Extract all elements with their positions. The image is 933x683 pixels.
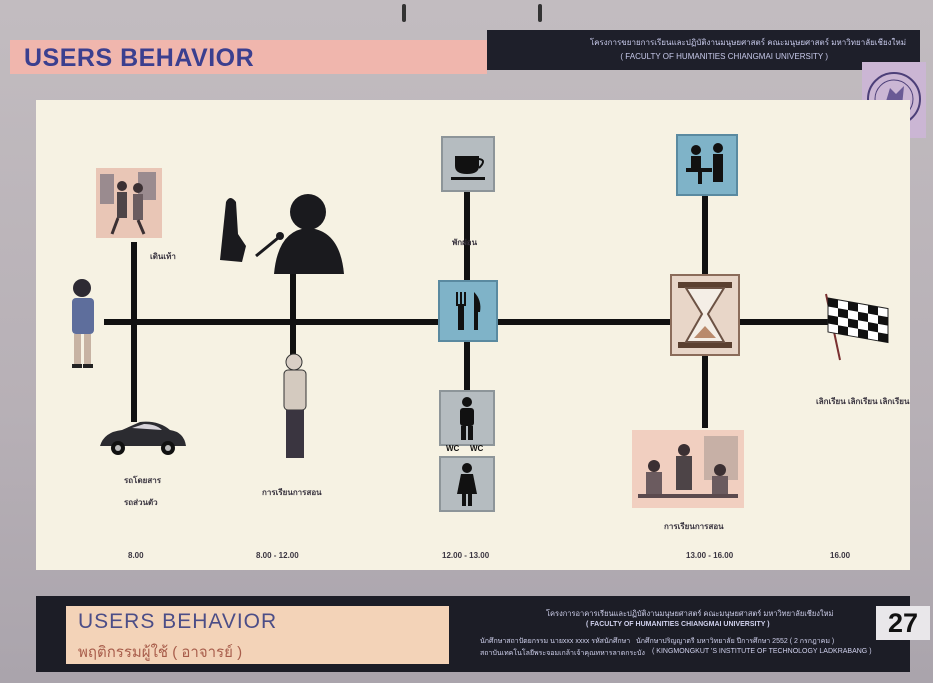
time-label: 12.00 - 13.00 bbox=[442, 551, 490, 560]
male-restroom-icon bbox=[439, 390, 495, 446]
person-reading-icon bbox=[283, 353, 307, 458]
header-project-line: โครงการขยายการเรียนและปฏิบัติงานมนุษยศาส… bbox=[589, 38, 906, 47]
car-label-2: รถส่วนตัว bbox=[124, 498, 158, 507]
end-label: เลิกเรียน เลิกเรียน เลิกเรียน bbox=[816, 397, 910, 406]
footer-student-line: นักศึกษาสถาปัตยกรรม นายxxx xxxx รหัสนักศ… bbox=[480, 638, 631, 645]
hourglass-icon bbox=[670, 274, 740, 356]
timeline-panel: เดินเท้า รถโดยสาร รถส่วนตัว bbox=[36, 100, 910, 570]
title-band: USERS BEHAVIOR bbox=[10, 40, 487, 74]
coffee-label: พักผ่อน bbox=[452, 238, 478, 247]
time-label: 8.00 - 12.00 bbox=[256, 551, 299, 560]
footer-band: USERS BEHAVIOR พฤติกรรมผู้ใช้ ( อาจารย์ … bbox=[36, 596, 910, 672]
pin bbox=[538, 4, 542, 22]
walking-people-icon bbox=[96, 168, 162, 238]
car-label-1: รถโดยสาร bbox=[124, 476, 161, 485]
timeline-branch bbox=[131, 242, 137, 422]
checkered-flag-icon bbox=[825, 293, 889, 361]
footer-institute: ( KINGMONGKUT 'S INSTITUTE OF TECHNOLOGY… bbox=[652, 648, 872, 655]
walk-label: เดินเท้า bbox=[150, 252, 176, 261]
wc-label-right: WC bbox=[470, 444, 484, 453]
time-label: 8.00 bbox=[128, 551, 144, 560]
lecturer-icon bbox=[220, 194, 344, 274]
footer-title-box: USERS BEHAVIOR พฤติกรรมผู้ใช้ ( อาจารย์ … bbox=[66, 606, 449, 664]
footer-title: USERS BEHAVIOR bbox=[78, 610, 278, 633]
header-info: โครงการขยายการเรียนและปฏิบัติงานมนุษยศาส… bbox=[487, 30, 920, 70]
meeting-icon bbox=[632, 430, 744, 508]
footer-project-line: โครงการอาคารเรียนและปฏิบัติงานมนุษยศาสตร… bbox=[546, 609, 834, 618]
page-title: USERS BEHAVIOR bbox=[24, 44, 255, 72]
footer-subtitle: พฤติกรรมผู้ใช้ ( อาจารย์ ) bbox=[78, 644, 243, 661]
meeting-label: การเรียนการสอน bbox=[664, 522, 724, 531]
footer-program-line: นักศึกษาปริญญาตรี มหาวิทยาลัย ปีการศึกษา… bbox=[636, 638, 835, 645]
header-faculty-line: ( FACULTY OF HUMANITIES CHIANGMAI UNIVER… bbox=[620, 52, 828, 61]
wc-label-left: WC bbox=[446, 444, 460, 453]
female-restroom-icon bbox=[439, 456, 495, 512]
footer-institute-thai: สถาบันเทคโนโลยีพระจอมเกล้าเจ้าคุณทหารลาด… bbox=[480, 650, 645, 657]
info-desk-icon bbox=[676, 134, 738, 196]
timeline-branch bbox=[290, 255, 296, 355]
time-label: 16.00 bbox=[830, 551, 851, 560]
page-number: 27 bbox=[876, 606, 930, 640]
time-label: 13.00 - 16.00 bbox=[686, 551, 734, 560]
teaching-label: การเรียนการสอน bbox=[262, 488, 322, 497]
fork-knife-icon bbox=[438, 280, 498, 342]
car-icon bbox=[100, 421, 186, 455]
pin bbox=[402, 4, 406, 22]
coffee-icon bbox=[441, 136, 495, 192]
footer-faculty-line: ( FACULTY OF HUMANITIES CHIANGMAI UNIVER… bbox=[586, 621, 770, 628]
person-start-icon bbox=[72, 279, 94, 368]
